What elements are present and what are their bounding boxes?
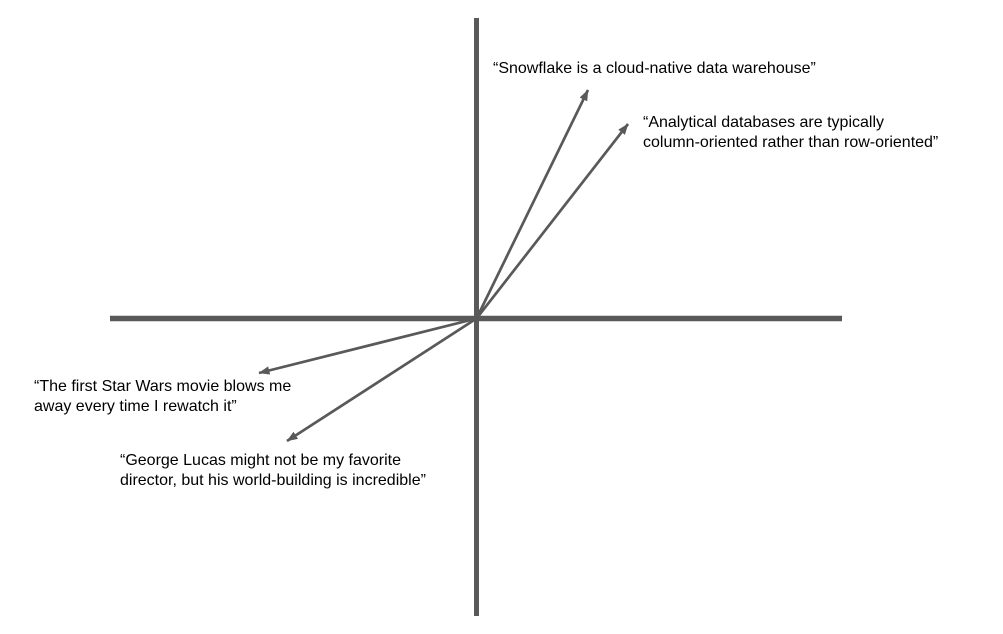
vector-arrow-george-lucas (286, 317, 478, 443)
vector-arrow-analytical-databases (475, 123, 630, 320)
vector-label-line: “George Lucas might not be my favorite (120, 452, 402, 469)
vector-label-line: “Analytical databases are typically (643, 114, 885, 131)
vector-label-line: director, but his world-building is incr… (120, 472, 426, 489)
vector-label-line: “Snowflake is a cloud-native data wareho… (493, 60, 816, 77)
vector-label-snowflake: “Snowflake is a cloud-native data wareho… (493, 59, 816, 79)
vector-arrow-snowflake (475, 89, 590, 320)
vector-label-line: away every time I rewatch it” (34, 398, 237, 415)
vector-arrow-star-wars (258, 317, 477, 375)
vector-label-line: “The first Star Wars movie blows me (34, 378, 292, 395)
vector-label-line: column-oriented rather than row-oriented… (643, 134, 939, 151)
vector-label-george-lucas: “George Lucas might not be my favorite d… (120, 451, 426, 491)
vector-label-star-wars: “The first Star Wars movie blows me away… (34, 377, 291, 417)
vector-label-analytical-databases: “Analytical databases are typically colu… (643, 113, 938, 153)
